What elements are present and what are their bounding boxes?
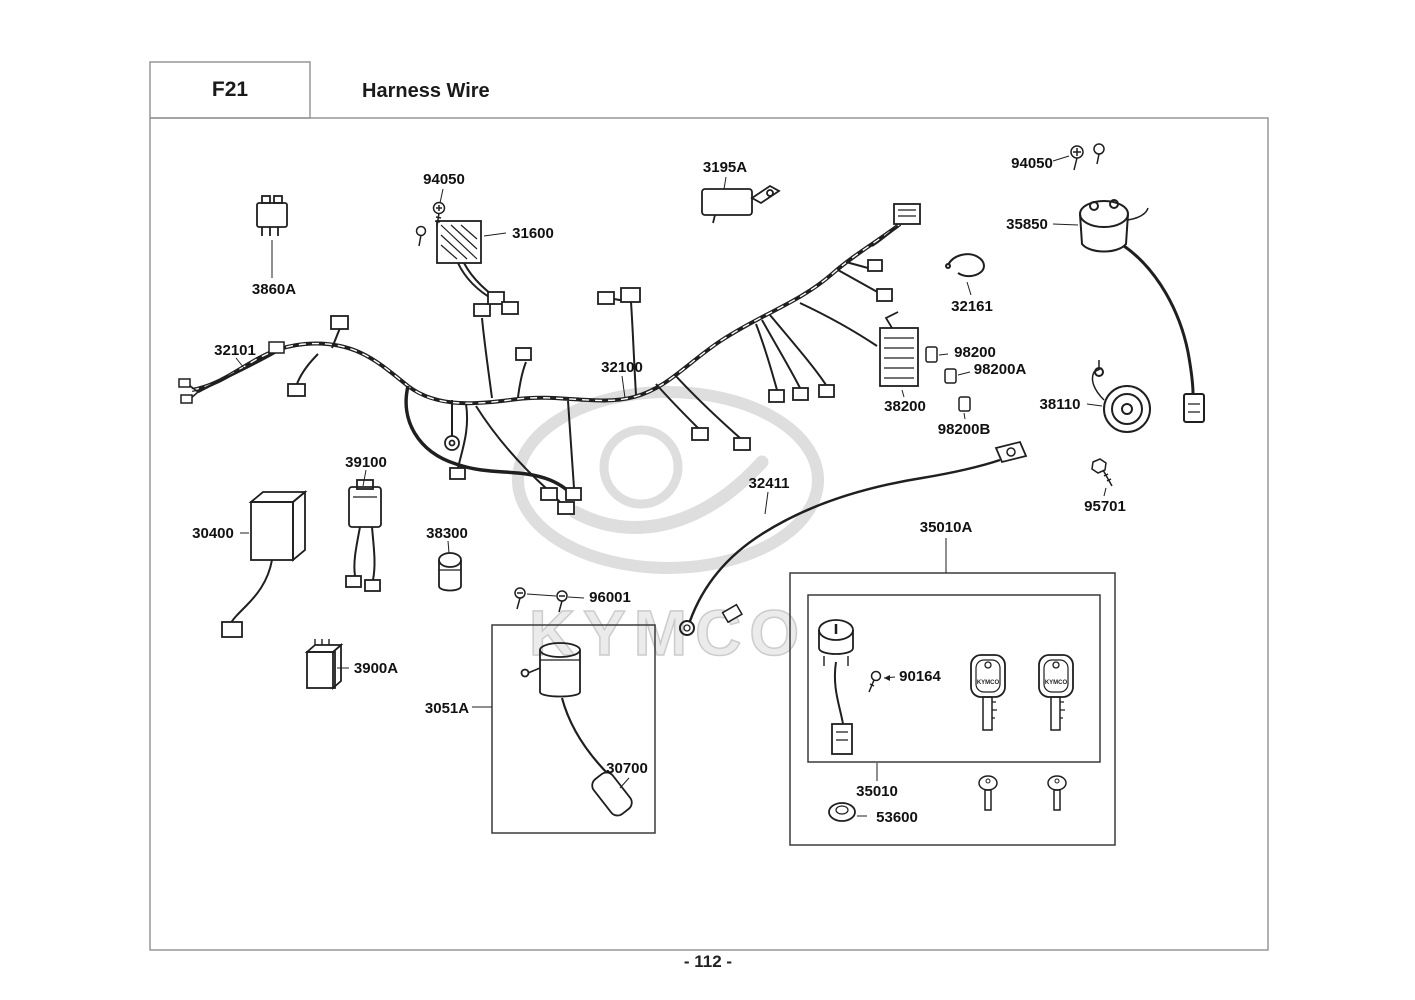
- part-label-94050-left: 94050: [423, 171, 465, 188]
- watermark-text: KYMCO: [529, 597, 807, 669]
- part-label-98200b: 98200B: [937, 421, 991, 438]
- part-drawing-32411: [679, 440, 1028, 636]
- kymco-watermark: KYMCO: [512, 386, 824, 670]
- part-label-30700: 30700: [606, 760, 648, 777]
- part-label-90164: 90164: [899, 668, 941, 685]
- page-frame: [149, 61, 1269, 951]
- page-number: - 112 -: [683, 952, 733, 971]
- part-label-39100: 39100: [345, 454, 387, 471]
- part-drawing-30400: [221, 490, 308, 638]
- page-title: Harness Wire: [362, 80, 490, 102]
- key-brand-text-1: KYMCO: [977, 680, 1000, 686]
- part-drawing-32101: [178, 341, 285, 404]
- part-label-3900a: 3900A: [353, 660, 399, 677]
- part-drawing-38110: [1086, 360, 1151, 433]
- part-label-32411: 32411: [748, 475, 790, 492]
- part-drawing-98200-fuses: [925, 346, 971, 420]
- part-label-35010: 35010: [856, 783, 898, 800]
- part-drawing-38300: [438, 540, 462, 592]
- part-label-30400: 30400: [192, 525, 234, 542]
- part-drawing-3860a: [256, 195, 288, 278]
- part-label-38300: 38300: [426, 525, 468, 542]
- part-drawing-30700-coil: [520, 642, 633, 817]
- part-label-38200: 38200: [884, 398, 926, 415]
- part-drawing-3900a: [304, 639, 349, 690]
- part-drawing-31600: [436, 220, 519, 315]
- part-drawing-blank-keys: [978, 775, 1067, 811]
- part-label-32161: 32161: [951, 298, 993, 315]
- part-drawing-3195a: [701, 176, 781, 224]
- part-drawing-94050-right: [1052, 143, 1105, 171]
- part-label-3860a: 3860A: [251, 281, 297, 298]
- part-label-38110: 38110: [1039, 396, 1081, 413]
- part-drawing-38200: [879, 311, 919, 398]
- part-drawing-94050-left: [415, 188, 446, 247]
- part-drawing-35010a-box: [789, 538, 1116, 846]
- key-brand-text-2: KYMCO: [1045, 680, 1068, 686]
- part-label-95701: 95701: [1084, 498, 1126, 515]
- part-label-53600: 53600: [876, 809, 918, 826]
- part-label-35010a: 35010A: [919, 519, 973, 536]
- part-label-96001: 96001: [589, 589, 631, 606]
- part-drawing-95701: [1091, 458, 1113, 497]
- part-drawing-35850: [1052, 199, 1205, 423]
- part-drawing-35010-switch: [818, 619, 854, 755]
- part-label-3195a: 3195A: [702, 159, 748, 176]
- part-label-35850: 35850: [1006, 216, 1048, 233]
- part-drawing-3051a-box: [472, 624, 656, 834]
- part-label-3051a: 3051A: [424, 700, 470, 717]
- part-drawing-39100: [345, 469, 382, 592]
- part-drawing-53600: [828, 802, 867, 822]
- part-label-31600: 31600: [512, 225, 554, 242]
- part-drawing-32161: [945, 253, 985, 296]
- main-harness-drawing: [191, 203, 921, 515]
- part-drawing-96001: [514, 587, 585, 613]
- part-label-98200a: 98200A: [973, 361, 1027, 378]
- part-label-32100: 32100: [601, 359, 643, 376]
- section-code: F21: [211, 78, 249, 101]
- part-label-98200: 98200: [954, 344, 996, 361]
- part-label-94050-right: 94050: [1011, 155, 1053, 172]
- part-drawing-90164: [868, 670, 896, 693]
- part-label-32101: 32101: [214, 342, 256, 359]
- part-drawing-keys: KYMCO KYMCO: [970, 654, 1074, 731]
